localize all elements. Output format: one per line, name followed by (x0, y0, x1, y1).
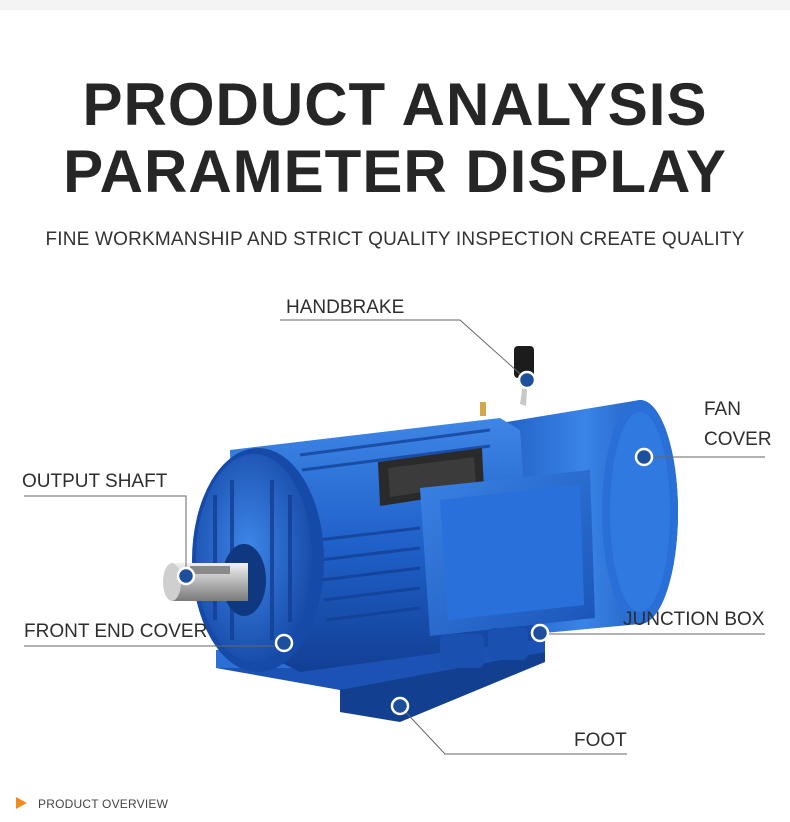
footer-arrow-icon (16, 797, 27, 809)
label-front-end-cover: FRONT END COVER (24, 621, 208, 642)
motor-junction-box (420, 470, 595, 668)
marker-output-shaft (176, 566, 196, 586)
label-fan-cover-line2: COVER (704, 429, 772, 450)
footer-section-label: PRODUCT OVERVIEW (38, 797, 169, 811)
marker-fan-cover (634, 447, 654, 467)
callout-markers (176, 370, 654, 716)
motor-front-end-cover (192, 448, 324, 672)
callout-leader-lines (24, 319, 765, 755)
marker-handbrake (517, 370, 537, 390)
page-title-line2: PARAMETER DISPLAY (63, 138, 727, 205)
page-title-line1: PRODUCT ANALYSIS (82, 71, 708, 138)
label-output-shaft: OUTPUT SHAFT (22, 471, 168, 492)
label-junction-box: JUNCTION BOX (623, 609, 765, 630)
marker-foot (390, 696, 410, 716)
top-strip (0, 0, 790, 10)
marker-junction-box (530, 623, 550, 643)
motor-handbrake (480, 346, 534, 416)
marker-front-end-cover (274, 633, 294, 653)
motor-output-shaft (163, 563, 248, 601)
label-foot: FOOT (574, 730, 627, 751)
label-handbrake: HANDBRAKE (286, 297, 405, 318)
label-fan-cover-line1: FAN (704, 399, 741, 420)
page-subtitle: FINE WORKMANSHIP AND STRICT QUALITY INSP… (45, 229, 745, 250)
